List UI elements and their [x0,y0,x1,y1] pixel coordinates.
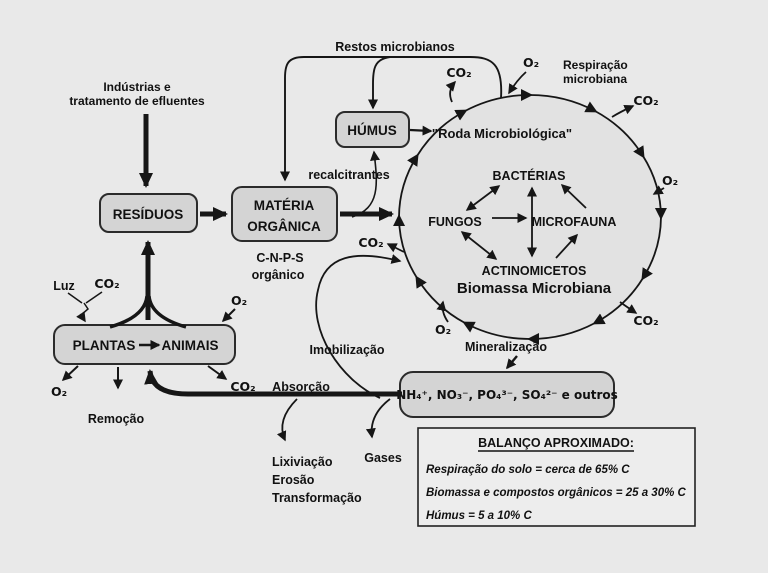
luz-converge-line [67,292,83,304]
arrow-humus-wheel [409,125,433,136]
nutrientes-label: NH₄⁺, NO₃⁻, PO₄³⁻, SO₄²⁻ e outros [396,388,618,402]
arrow-plantas-o2-out [61,365,79,382]
actinomicetos-label: ACTINOMICETOS [482,264,587,278]
restos-loop: Restos microbianos [280,40,503,182]
arrow-plantas-residuos-flare-left [109,295,149,329]
arrow-microfauna-bacterias [560,183,587,209]
transformacao-label: Transformação [272,491,362,505]
respiracao-label-1: Respiração [563,58,628,72]
balanco-frame [417,427,696,527]
wheel-rim-arc [641,216,662,281]
arrow-recalcitrantes-humus [351,150,380,218]
wheel-rim-arc [416,109,468,157]
industrias-label-2: tratamento de efluentes [69,94,205,108]
industrias-label-1: Indústrias e [103,80,171,94]
absorcao-label: Absorção [272,380,330,394]
imobilizacao-label: Imobilização [309,343,384,357]
co2-label-left: CO₂ [358,235,383,250]
flow-arrows [109,207,402,397]
arrow-restos-humus [368,56,391,110]
mineral-cycle: Mineralização Imobilização [309,254,547,399]
arrow-plantas-residuos-flare-right [147,295,187,329]
arrow-o2-bottom-wheel [436,300,449,323]
arrow-actinomicetos-microfauna [555,233,579,259]
arrow-gases [365,398,391,439]
wheel-rim-arc [464,88,533,112]
restos-microbianos-label: Restos microbianos [335,40,455,54]
biomassa-label: Biomassa Microbiana [457,280,612,297]
arrow-fungos-actinomicetos [460,231,498,260]
residuos-label: RESÍDUOS [113,207,184,222]
remocao-label: Remoção [88,412,145,426]
residuos-box [99,193,198,233]
arrow-o2-top-wheel [508,71,527,95]
arrow-wheel-co2-topright [611,105,635,118]
wheel-title-label: "Roda Microbiológica" [432,126,572,141]
wheel-rim-arc [594,110,645,159]
humus-box [335,111,410,148]
wheel-rim-arrows [393,88,667,346]
plantas-label: PLANTAS [73,338,136,353]
co2-label-top: CO₂ [446,65,471,80]
arrow-mineralizacao-nutrientes [506,355,518,370]
materia-label-1: MATÉRIA [254,198,315,213]
wheel-rim-arc [398,153,419,218]
wheel-rim-arc [527,322,596,346]
o2-label-plantas-bottom: O₂ [51,384,67,399]
recalcitrantes-label: recalcitrantes [308,168,389,182]
arrow-wheel-co2-bottomright [619,301,638,314]
materia-label-2: ORGÂNICA [247,219,321,234]
arrow-luz-co2-plantas [76,302,89,323]
arrow-o2-plantas [221,308,236,323]
humus-links: recalcitrantes [308,125,433,218]
absorcao-losses: Absorção Lixiviação Erosão Transformação… [272,380,402,505]
wheel-rim-arc [529,94,598,113]
lixiviacao-label: Lixiviação [272,455,333,469]
o2-label-right: O₂ [662,173,678,188]
balanco-line-3: Húmus = 5 a 10% C [426,510,532,522]
balanco-line-1: Respiração do solo = cerca de 65% C [426,464,630,476]
co2-label-bottomright: CO₂ [633,313,658,328]
respiracao-label-2: microbiana [563,72,627,86]
cnps-label-1: C-N-P-S [256,251,303,265]
bacterias-label: BACTÉRIAS [493,168,566,183]
cnps-label-2: orgânico [252,268,305,282]
materia-organica-box [231,186,338,242]
mineralizacao-label: Mineralização [465,340,547,354]
animais-label: ANIMAIS [162,338,219,353]
arrow-o2-right-wheel [652,185,665,195]
microfauna-label: MICROFAUNA [532,215,617,229]
wheel-gas-exchange: CO₂ O₂ Respiração microbiana CO₂ O₂ CO₂ … [358,55,678,337]
plantas-exchange: Luz CO₂ O₂ O₂ Remoção CO₂ [51,276,256,426]
luz-label: Luz [53,279,75,293]
arrow-wheel-co2-top [445,80,456,103]
wheel-inner-arrows [460,183,587,260]
balanco-box: BALANÇO APROXIMADO: Respiração do solo =… [417,427,696,527]
arrow-absorcao-plantas [144,369,402,397]
fungos-label: FUNGOS [428,215,481,229]
balanco-title: BALANÇO APROXIMADO: [478,436,634,450]
erosao-label: Erosão [272,473,315,487]
co2-converge-line [85,291,103,304]
arrow-wheel-co2-left [386,243,405,253]
arrow-lixiviacao [276,398,298,442]
co2-label-topright: CO₂ [633,93,658,108]
o2-label-plantas-top: O₂ [231,293,247,308]
co2-label-luz: CO₂ [94,276,119,291]
humus-label: HÚMUS [347,123,397,138]
gases-label: Gases [364,451,402,465]
microbial-wheel: "Roda Microbiológica" BACTÉRIAS FUNGOS M… [393,88,667,346]
co2-label-plantas-bottom: CO₂ [230,379,255,394]
industry-input: Indústrias e tratamento de efluentes [69,80,205,188]
wheel-rim-arc [462,321,531,340]
arrow-imobilizacao-wheel [315,254,402,399]
o2-label-bottom: O₂ [435,322,451,337]
balanco-line-2: Biomassa e compostos orgânicos = 25 a 30… [426,487,687,499]
o2-label-top: O₂ [523,55,539,70]
arrow-fungos-bacterias [465,185,501,211]
arrow-plantas-co2-out [207,365,228,380]
wheel-rim-arc [393,214,418,279]
